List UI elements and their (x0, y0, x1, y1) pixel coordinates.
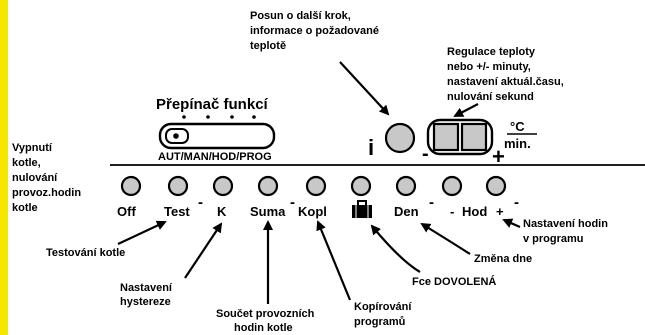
key-test-button[interactable] (167, 175, 189, 197)
soucet-line-1: Součet provozních (216, 308, 315, 320)
key-den-label: Den (394, 204, 419, 219)
switch-title: Přepínač funkcí (156, 96, 269, 113)
testovani-callout: Testování kotle (46, 247, 125, 259)
key-minus-4: - (450, 204, 454, 219)
key-plus-label: + (496, 204, 504, 219)
suitcase-icon (352, 200, 372, 218)
key-minus-1: - (198, 194, 203, 211)
dovolena-callout: Fce DOVOLENÁ (412, 275, 496, 288)
unit-celsius: °C (510, 119, 525, 134)
key-minus-3: - (429, 194, 434, 211)
left-note-line-1: Vypnutí (12, 142, 53, 154)
testovani-arrow (117, 220, 167, 245)
mode-switch[interactable] (158, 122, 276, 150)
key-kopl-button[interactable] (305, 175, 327, 197)
dovolena-arrow (370, 224, 421, 273)
switch-dot-1 (182, 115, 186, 119)
switch-modes: AUT/MAN/HOD/PROG (158, 151, 272, 163)
key-suma-button[interactable] (257, 175, 279, 197)
key-hod-label: Hod (462, 204, 487, 219)
hodiny-callout-line-2: v programu (523, 233, 584, 245)
rocker-plus-label: + (492, 144, 505, 169)
switch-knob-icon[interactable] (165, 128, 189, 144)
posun-arrow (339, 61, 390, 116)
left-note-line-3: nulování (12, 172, 58, 184)
left-yellow-bar (0, 0, 8, 335)
hodiny-arrow (502, 218, 521, 229)
key-off-label: Off (117, 204, 136, 219)
key-suma-label: Suma (250, 204, 286, 219)
regulace-line-2: nebo +/- minuty, (447, 61, 531, 73)
left-note-line-2: kotle, (12, 157, 41, 169)
rocker-minus-label: - (422, 143, 429, 165)
rocker-plus-key[interactable] (460, 122, 488, 152)
zmena-dne-arrow (420, 222, 471, 255)
key-test-label: Test (164, 204, 190, 219)
zmena-dne-callout: Změna dne (474, 253, 532, 265)
switch-dot-2 (206, 115, 210, 119)
left-note-line-4: provoz.hodin (12, 187, 81, 199)
key-dovolena-button[interactable] (350, 175, 372, 197)
regulace-line-4: nulování sekund (447, 91, 534, 103)
switch-dot-3 (230, 115, 234, 119)
info-button[interactable] (384, 122, 416, 154)
key-k-label: K (217, 204, 227, 219)
rocker-minus-key[interactable] (432, 122, 460, 152)
soucet-line-2: hodin kotle (234, 322, 293, 334)
hystereze-line-1: Nastavení (120, 282, 173, 294)
key-k-button[interactable] (212, 175, 234, 197)
key-kopl-label: Kopl (298, 204, 327, 219)
posun-line-3: teplotě (250, 40, 286, 52)
regulace-arrow (453, 103, 479, 117)
hystereze-line-2: hystereze (120, 296, 171, 308)
info-i-label: i (368, 135, 374, 160)
hodiny-callout-line-1: Nastavení hodin (523, 218, 608, 230)
regulace-line-1: Regulace teploty (447, 46, 536, 58)
key-hod-plus-button[interactable] (485, 175, 507, 197)
unit-minutes: min. (504, 136, 531, 151)
switch-dot-4 (252, 115, 256, 119)
posun-line-2: informace o požadované (250, 25, 379, 37)
key-minus-2: - (290, 194, 295, 211)
key-minus-5: - (514, 194, 519, 211)
key-den-button[interactable] (395, 175, 417, 197)
kopirovani-arrow (316, 220, 352, 301)
kopirovani-line-1: Kopírování (354, 301, 412, 313)
posun-line-1: Posun o další krok, (250, 10, 351, 22)
key-off-button[interactable] (120, 175, 142, 197)
left-note-line-5: kotle (12, 202, 38, 214)
key-hod-minus-button[interactable] (441, 175, 463, 197)
regulace-line-3: nastavení aktuál.času, (447, 76, 564, 88)
kopirovani-line-2: programů (354, 316, 405, 328)
hystereze-arrow (184, 222, 223, 279)
